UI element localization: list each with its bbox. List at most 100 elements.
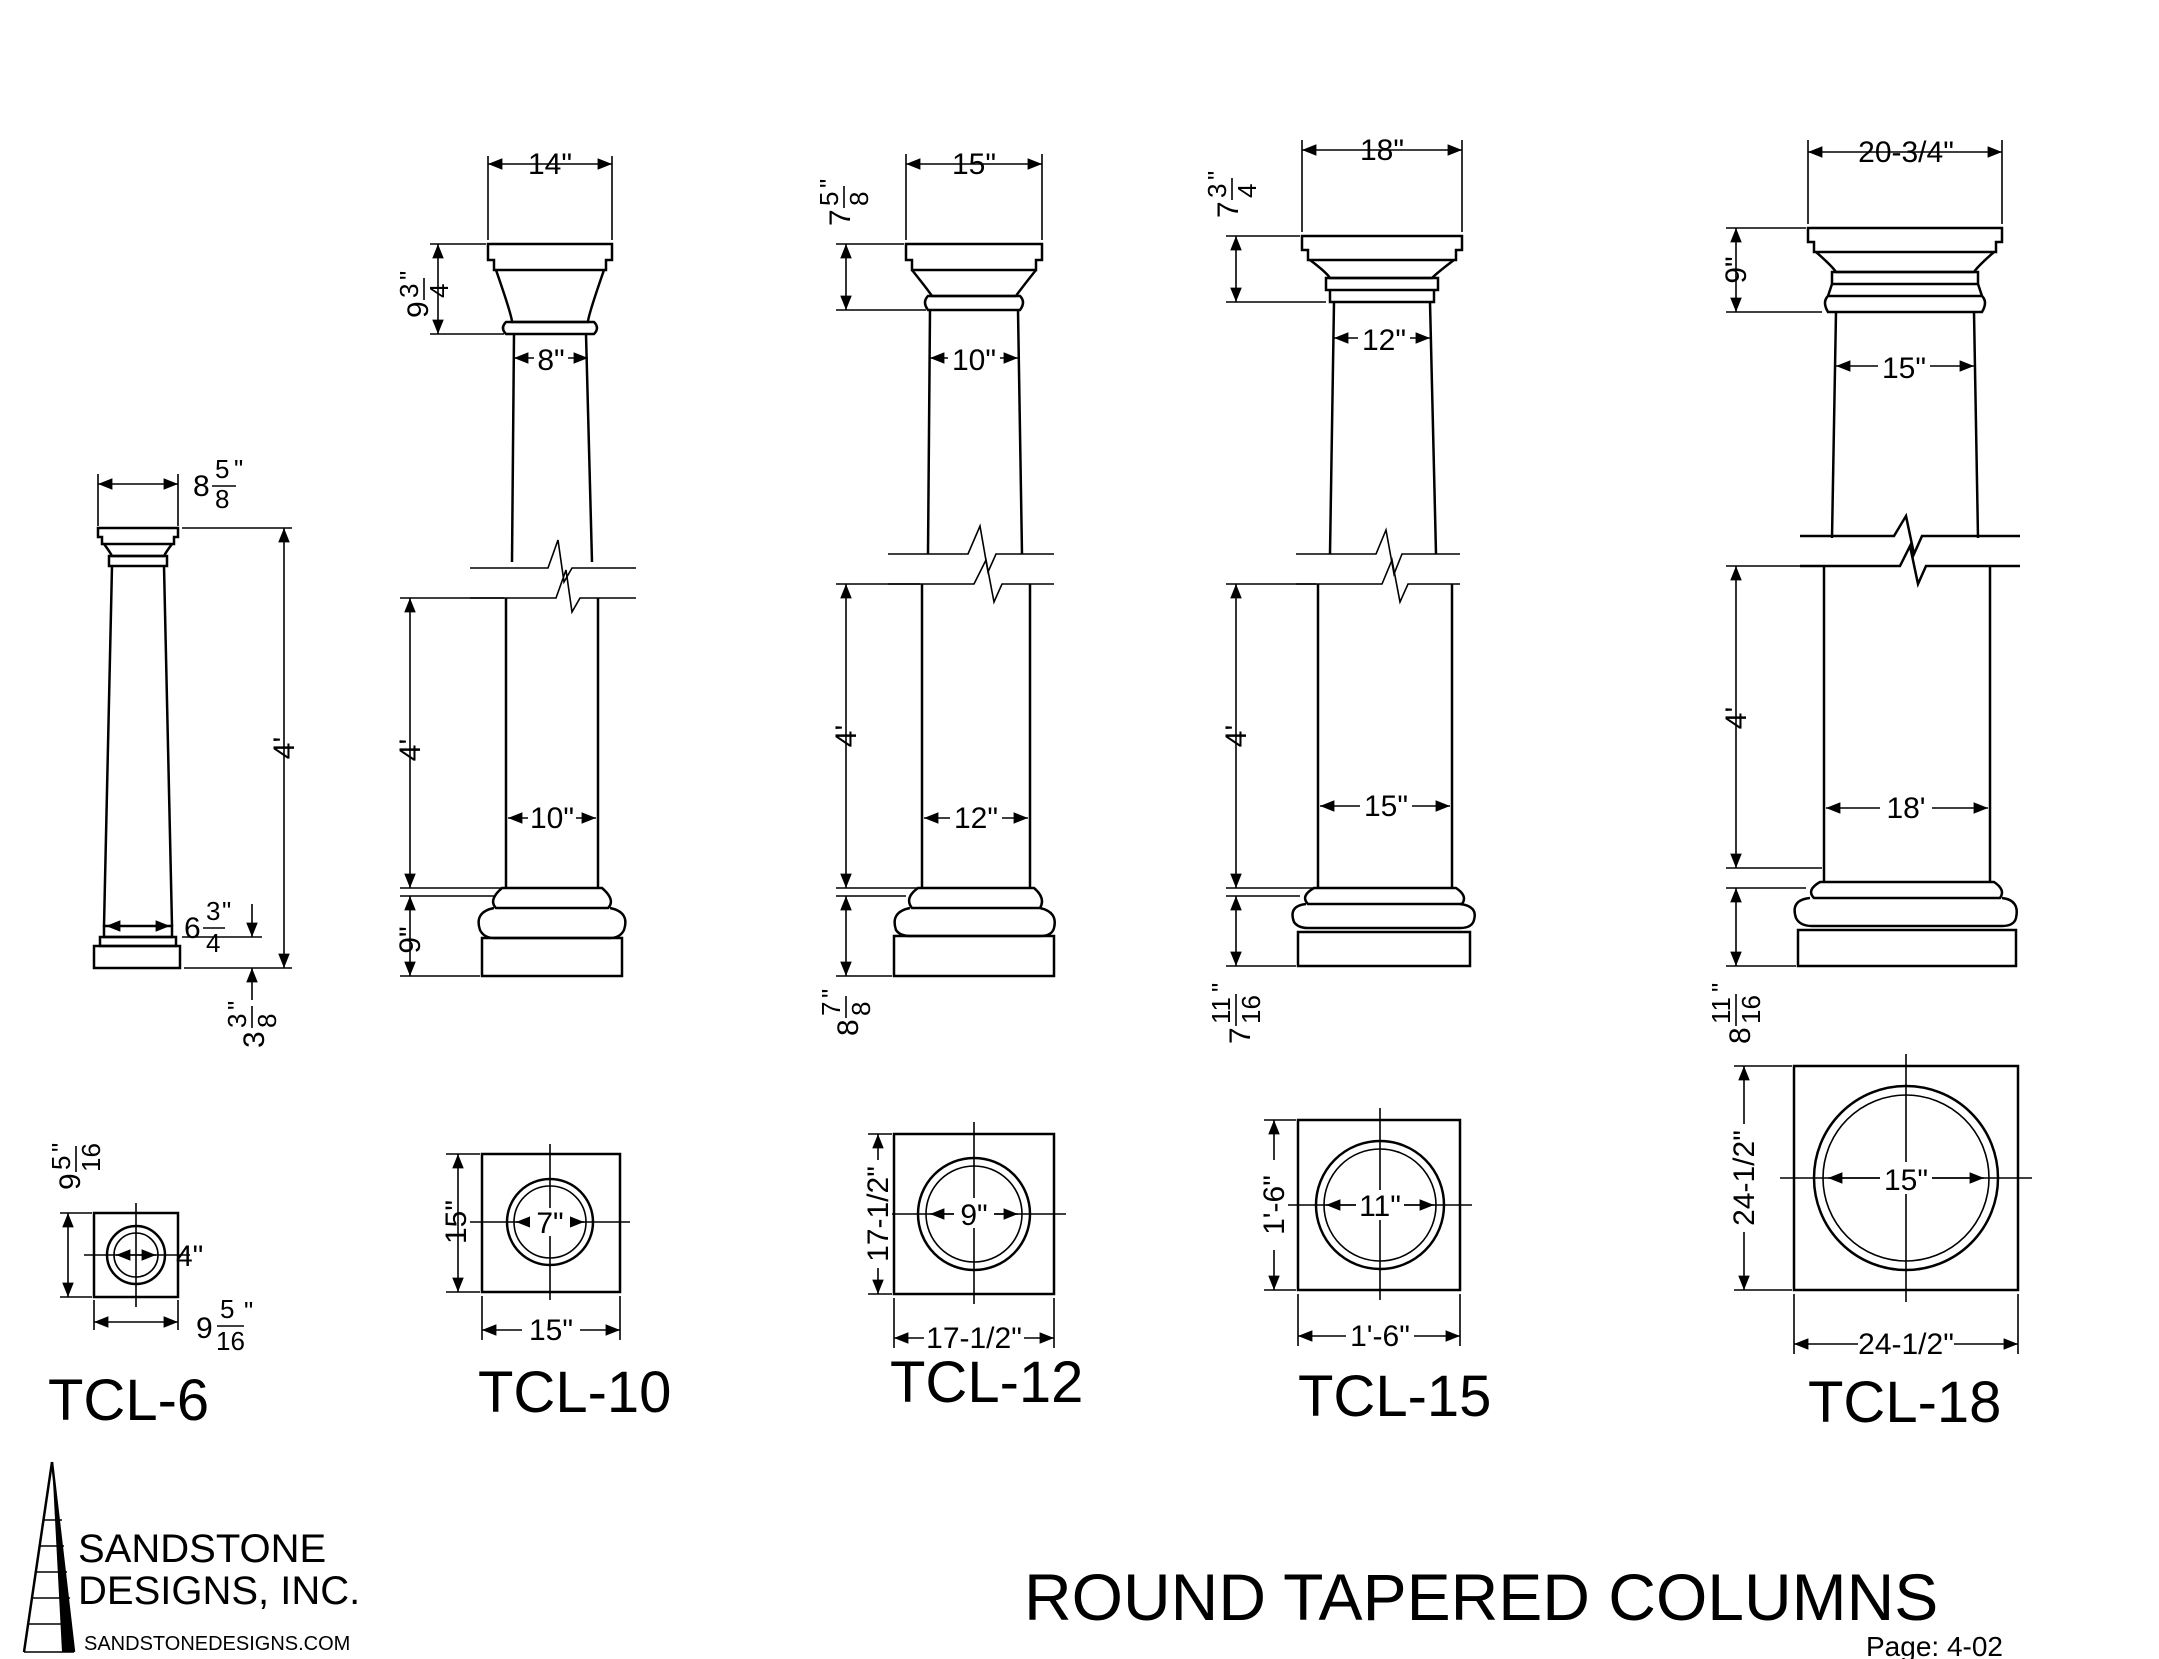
tcl-15-base-height-value: 7 — [1224, 1027, 1257, 1044]
company-name-line1: SANDSTONE — [78, 1527, 326, 1571]
tcl-15-top-width-value: 18" — [1360, 134, 1404, 167]
tcl-10-label: TCL-10 — [478, 1360, 671, 1425]
tcl-10-top-width-value: 14" — [528, 148, 572, 181]
tcl-6-plan-circle-value: 4" — [176, 1240, 203, 1273]
tcl-15-height-dimension: 4' — [1220, 583, 1316, 889]
svg-text:5: 5 — [220, 1294, 234, 1324]
tcl-18-top-width-value: 20-3/4" — [1858, 136, 1954, 169]
tcl-18-height-value: 4' — [1720, 707, 1753, 729]
company-logo — [22, 1461, 76, 1653]
tcl-12-plan-height-value: 17-1/2" — [862, 1166, 895, 1262]
svg-text:": " — [1202, 171, 1232, 180]
tcl-12-plan-width-value: 17-1/2" — [926, 1322, 1022, 1355]
svg-text:11: 11 — [1706, 997, 1736, 1024]
tcl-18-top-width-dimension: 20-3/4" — [1807, 136, 2003, 224]
svg-text:3: 3 — [394, 284, 424, 298]
tcl-18-neck-width-dimension: 15" — [1836, 350, 1974, 385]
tcl-15-neck-width-value: 12" — [1362, 324, 1406, 357]
tcl-18-neck-width-value: 15" — [1882, 352, 1926, 385]
tcl-12-height-dimension: 4' — [830, 583, 920, 889]
svg-text:4: 4 — [206, 928, 220, 958]
tcl-10-neck-width-dimension: 8" — [514, 342, 588, 377]
column-tcl-18-plan: 15" 24-1/2" 24-1/2" — [1728, 1054, 2032, 1361]
column-tcl-15: 18" 7 3 4 " 12" 4' 15" — [1202, 134, 1491, 1429]
svg-text:5: 5 — [215, 454, 229, 484]
tcl-15-plan-height-value: 1'-6" — [1258, 1175, 1291, 1235]
tcl-12-bottom-width-value: 12" — [954, 802, 998, 835]
page-number: Page: 4-02 — [1866, 1631, 2003, 1659]
column-tcl-10-elevation — [470, 242, 636, 978]
tcl-6-base-height-dimension: 3 3 8 " — [182, 904, 282, 1048]
svg-text:11: 11 — [1206, 997, 1236, 1024]
tcl-18-cap-height-dimension: 9" — [1720, 227, 1822, 313]
column-tcl-15-plan: 11" 1'-6" 1'-6" — [1258, 1108, 1472, 1353]
tcl-10-base-height-value: 9" — [394, 926, 427, 953]
tcl-18-cap-height-value: 9" — [1720, 256, 1753, 283]
tcl-12-neck-width-dimension: 10" — [930, 342, 1018, 377]
svg-text:": " — [394, 271, 424, 280]
tcl-18-plan-height-value: 24-1/2" — [1728, 1130, 1761, 1226]
tcl-18-plan-width-value: 24-1/2" — [1858, 1328, 1954, 1361]
column-tcl-6: 8 5 8 " 4' 6 3 4 " 3 3 8 " — [46, 454, 301, 1433]
svg-text:16: 16 — [1236, 995, 1266, 1024]
tcl-12-top-width-dimension: 15" — [905, 148, 1043, 240]
svg-text:16: 16 — [76, 1143, 106, 1172]
tcl-12-neck-width-value: 10" — [952, 344, 996, 377]
tcl-18-plan-circle-value: 15" — [1884, 1164, 1928, 1197]
tcl-12-cap-height-value: 7 — [824, 209, 857, 226]
tcl-15-height-value: 4' — [1220, 725, 1253, 747]
svg-text:8: 8 — [252, 1014, 282, 1028]
tcl-10-height-value: 4' — [394, 739, 427, 761]
tcl-6-bottom-width-dimension: 6 3 4 " — [106, 896, 231, 958]
tcl-10-cap-height-dimension: 9 3 4 " — [394, 243, 504, 335]
svg-text:4: 4 — [1232, 184, 1262, 198]
svg-text:16: 16 — [216, 1326, 245, 1356]
column-tcl-18-elevation — [1793, 226, 2020, 968]
company-name-line2: DESIGNS, INC. — [78, 1569, 360, 1613]
tcl-10-neck-width-value: 8" — [537, 344, 564, 377]
tcl-18-base-height-dimension: 8 11 16 " — [1706, 887, 1806, 1044]
tcl-15-bottom-width-dimension: 15" — [1320, 788, 1450, 823]
column-tcl-12-elevation — [888, 242, 1056, 978]
svg-text:8: 8 — [846, 1002, 876, 1016]
svg-text:5: 5 — [814, 192, 844, 206]
tcl-6-bottom-width-value: 6 — [184, 912, 201, 945]
column-tcl-18: 20-3/4" 9" 15" 4' 18' 8 — [1706, 136, 2032, 1435]
tcl-18-bottom-width-dimension: 18' — [1826, 790, 1988, 825]
tcl-6-plan-width-value: 9 — [196, 1312, 213, 1345]
svg-text:3: 3 — [1202, 184, 1232, 198]
svg-text:": " — [1206, 983, 1236, 992]
column-tcl-10: 14" 9 3 4 " 8" 4' 10" — [394, 148, 671, 1425]
column-tcl-12: 15" 7 5 8 " 10" 4' 12" — [814, 148, 1083, 1415]
tcl-15-neck-width-dimension: 12" — [1334, 322, 1430, 357]
tcl-6-top-width-dimension: 8 5 8 " — [97, 454, 243, 526]
svg-text:": " — [1706, 983, 1736, 992]
tcl-10-cap-height-value: 9 — [402, 301, 435, 318]
tcl-18-label: TCL-18 — [1808, 1370, 2001, 1435]
tcl-10-bottom-width-value: 10" — [530, 802, 574, 835]
column-tcl-6-elevation — [92, 526, 182, 970]
tcl-18-height-dimension: 4' — [1720, 565, 1822, 869]
tcl-12-bottom-width-dimension: 12" — [924, 800, 1028, 835]
svg-text:": " — [234, 454, 243, 484]
svg-text:": " — [46, 1143, 76, 1152]
tcl-15-cap-height-dimension: 7 3 4 " — [1202, 171, 1326, 303]
svg-text:16: 16 — [1736, 995, 1766, 1024]
tcl-10-plan-circle-value: 7" — [536, 1207, 563, 1240]
tcl-15-base-height-dimension: 7 11 16 " — [1206, 895, 1300, 1044]
svg-text:": " — [222, 1001, 252, 1010]
tcl-6-top-width-value: 8 — [193, 470, 210, 503]
tcl-10-top-width-dimension: 14" — [487, 148, 613, 240]
tcl-12-cap-height-dimension: 7 5 8 " — [814, 179, 926, 311]
tcl-15-plan-width-value: 1'-6" — [1350, 1320, 1410, 1353]
tcl-15-top-width-dimension: 18" — [1301, 134, 1463, 232]
tcl-15-label: TCL-15 — [1298, 1364, 1491, 1429]
tcl-12-height-value: 4' — [830, 725, 863, 747]
svg-text:8: 8 — [215, 484, 229, 514]
column-tcl-15-elevation — [1291, 234, 1476, 968]
tcl-10-plan-width-value: 15" — [529, 1314, 573, 1347]
drawing-title: ROUND TAPERED COLUMNS — [1024, 1560, 1938, 1634]
svg-text:3: 3 — [206, 896, 220, 926]
svg-text:8: 8 — [844, 192, 874, 206]
